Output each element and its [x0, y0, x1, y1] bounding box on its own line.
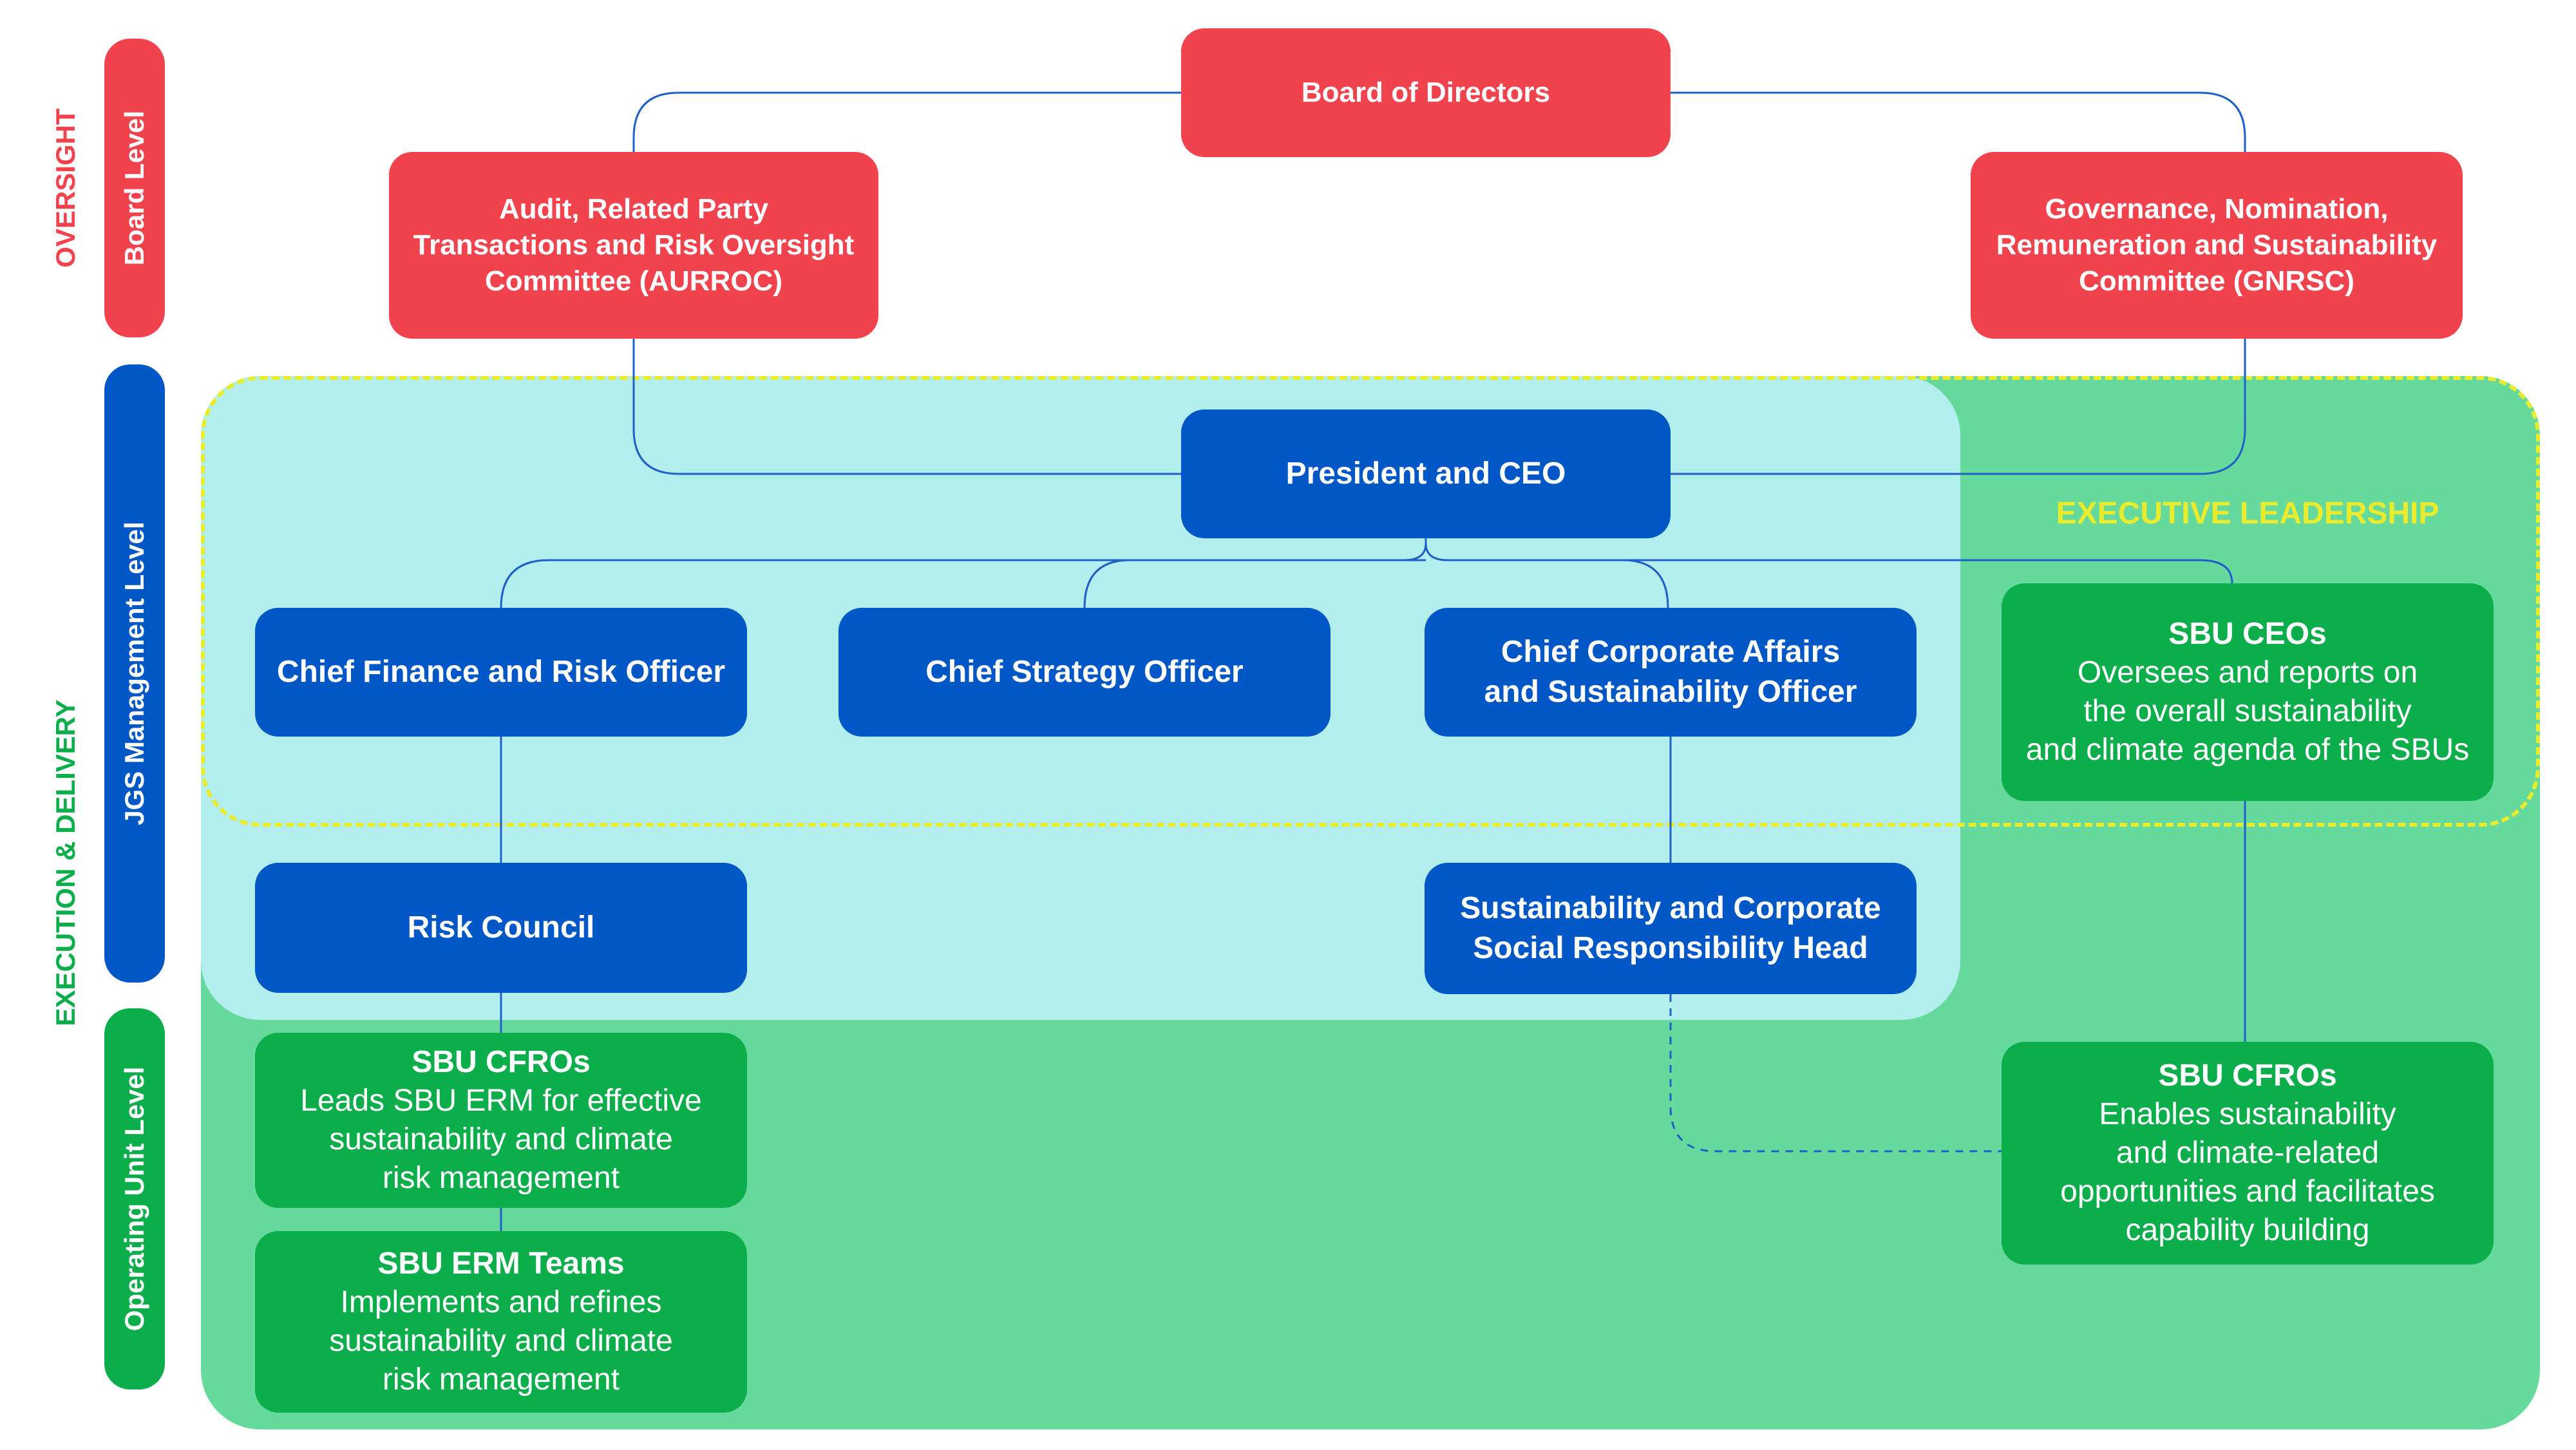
node-line: Chief Strategy Officer: [925, 655, 1244, 689]
node-line: Chief Corporate Affairs: [1501, 635, 1841, 669]
node-line: risk management: [382, 1362, 620, 1397]
node-line: sustainability and climate: [329, 1122, 673, 1156]
board-of-directors-node: Board of Directors: [1181, 28, 1671, 157]
cso-node: Chief Strategy Officer: [838, 608, 1331, 737]
node-line: and climate-related: [2116, 1136, 2380, 1170]
jgs-management-level-bar: [104, 364, 165, 983]
csr-head-node: Sustainability and Corporate Social Resp…: [1425, 863, 1917, 994]
node-line: Board of Directors: [1301, 77, 1551, 108]
line-board-aurroc: [632, 91, 1181, 152]
node-line: Leads SBU ERM for effective: [300, 1084, 702, 1118]
gnrsc-node: Governance, Nomination, Remuneration and…: [1971, 152, 2463, 339]
execution-delivery-label: EXECUTION & DELIVERY: [50, 699, 80, 1026]
oversight-label: OVERSIGHT: [50, 108, 80, 268]
node-line: Remuneration and Sustainability: [1996, 229, 2438, 261]
risk-council-node: Risk Council: [255, 863, 747, 993]
sbu-ceos-node: SBU CEOs Oversees and reports on the ove…: [2002, 583, 2494, 801]
node-line: Transactions and Risk Oversight: [413, 229, 855, 261]
node-line: Committee (GNRSC): [2079, 265, 2354, 297]
president-ceo-node: President and CEO: [1181, 410, 1671, 538]
operating-unit-level-label: Operating Unit Level: [119, 1066, 149, 1332]
node-title: SBU CFROs: [412, 1045, 591, 1079]
line-ceo-ccaso: [1533, 559, 1669, 608]
node-line: Enables sustainability: [2099, 1097, 2396, 1131]
executive-leadership-label: EXECUTIVE LEADERSHIP: [2056, 496, 2439, 531]
node-title: SBU ERM Teams: [377, 1247, 625, 1281]
node-line: Governance, Nomination,: [2045, 193, 2389, 225]
line-aurroc-ceo: [632, 339, 1181, 475]
node-line: Audit, Related Party: [498, 193, 769, 225]
node-line: President and CEO: [1285, 457, 1566, 491]
node-line: opportunities and facilitates: [2060, 1174, 2435, 1209]
node-line: Social Responsibility Head: [1473, 931, 1868, 965]
node-line: Committee (AURROC): [485, 265, 782, 297]
node-line: and Sustainability Officer: [1484, 675, 1857, 709]
sbu-erm-teams-node: SBU ERM Teams Implements and refines sus…: [255, 1231, 747, 1413]
node-line: Oversees and reports on: [2077, 655, 2418, 690]
node-line: Sustainability and Corporate: [1460, 891, 1881, 925]
board-level-bar: [104, 39, 165, 337]
node-line: sustainability and climate: [329, 1324, 673, 1358]
node-title: SBU CEOs: [2168, 617, 2327, 651]
node-line: and climate agenda of the SBUs: [2025, 733, 2470, 767]
node-title: SBU CFROs: [2158, 1059, 2337, 1093]
line-csr-head-sbu-cfros-dashed: [1669, 994, 2003, 1153]
node-line: the overall sustainability: [2083, 694, 2412, 728]
line-board-gnrsc: [1671, 91, 2246, 152]
jgs-management-level-label: JGS Management Level: [119, 522, 149, 825]
node-line: Risk Council: [407, 910, 595, 945]
aurroc-node: Audit, Related Party Transactions and Ri…: [389, 152, 878, 339]
node-line: Chief Finance and Risk Officer: [276, 655, 726, 689]
node-line: Implements and refines: [340, 1285, 662, 1319]
ccaso-node: Chief Corporate Affairs and Sustainabili…: [1425, 608, 1917, 737]
board-level-label: Board Level: [119, 110, 149, 266]
sbu-cfros-right-node: SBU CFROs Enables sustainability and cli…: [2002, 1042, 2494, 1265]
line-ceo-cso: [1083, 559, 1426, 608]
operating-unit-level-bar: [104, 1008, 165, 1389]
cfro-node: Chief Finance and Risk Officer: [255, 608, 747, 737]
node-line: risk management: [382, 1161, 620, 1195]
executive-leadership-outline: [201, 376, 2540, 827]
sbu-cfros-left-node: SBU CFROs Leads SBU ERM for effective su…: [255, 1033, 747, 1208]
node-line: capability building: [2125, 1213, 2370, 1247]
line-gnrsc-ceo: [1671, 339, 2246, 475]
line-ceo-cfro: [500, 537, 1427, 608]
line-ceo-sbu-ceos: [1425, 537, 2233, 584]
